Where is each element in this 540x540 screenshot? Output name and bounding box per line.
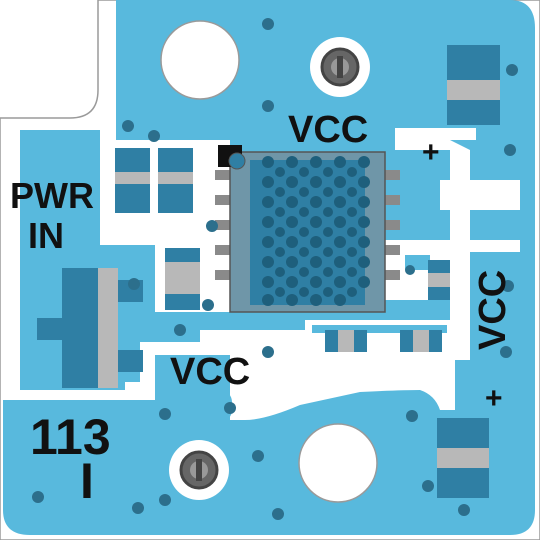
label-board-revision: I [80, 453, 94, 509]
mounting-hole [160, 20, 240, 100]
label-vcc-right: VCC [472, 270, 514, 350]
trace [312, 325, 447, 333]
label-plus-bottom: + [485, 382, 503, 415]
trace-gap [395, 128, 450, 150]
copper-pour-top [116, 0, 535, 440]
resistor-horizontal [400, 330, 442, 352]
label-vcc-top: VCC [288, 109, 368, 151]
trace [395, 85, 445, 99]
resistor-horizontal [325, 330, 367, 352]
power-switch [37, 268, 143, 388]
copper-pour-bottom [3, 355, 535, 535]
resistor-left [165, 248, 200, 310]
trace-gap [440, 240, 520, 252]
ic-thermal-via-grid [262, 156, 370, 306]
label-in: IN [28, 215, 64, 256]
trace-gap [230, 360, 455, 420]
label-pwr: PWR [10, 175, 94, 216]
label-plus-top: + [422, 136, 440, 169]
vcc-terminal-bottom [169, 440, 229, 500]
capacitor-top-right [447, 45, 500, 125]
mounting-hole [298, 423, 378, 503]
trace-gap [440, 180, 520, 210]
stitching-vias [32, 18, 518, 520]
resistor-small-right [428, 260, 450, 300]
vcc-terminal-top [310, 37, 370, 97]
trace [380, 40, 420, 90]
label-vcc-bottom: VCC [170, 351, 250, 393]
capacitor-pair-left [115, 148, 193, 213]
label-board-number: 113 [30, 409, 111, 465]
copper-pour-right [450, 140, 520, 440]
capacitor-bottom-right [437, 418, 489, 498]
trace [170, 390, 232, 422]
